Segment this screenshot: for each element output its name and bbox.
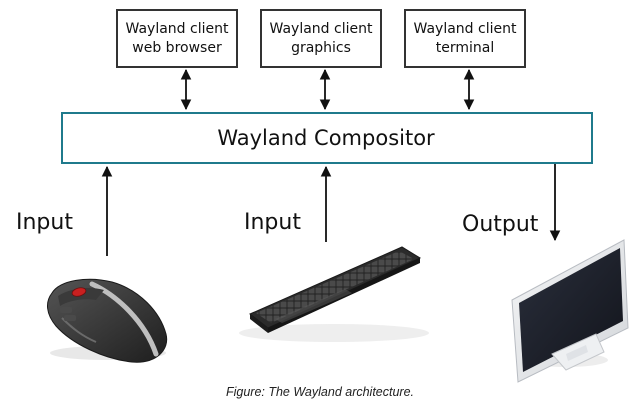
client-subtitle: terminal — [436, 40, 494, 56]
client-title: Wayland client — [126, 21, 229, 37]
keyboard-input-label: Input — [244, 210, 301, 235]
client-box-web-browser: Wayland client web browser — [116, 9, 238, 68]
monitor-icon — [511, 239, 629, 383]
keyboard-icon — [239, 246, 429, 342]
figure-caption: Figure: The Wayland architecture. — [226, 385, 414, 399]
compositor-box: Wayland Compositor — [61, 112, 593, 164]
client-box-terminal: Wayland client terminal — [404, 9, 526, 68]
client-box-graphics: Wayland client graphics — [260, 9, 382, 68]
compositor-label: Wayland Compositor — [217, 126, 435, 150]
client-subtitle: graphics — [291, 40, 351, 56]
mouse-icon — [47, 278, 168, 363]
client-title: Wayland client — [414, 21, 517, 37]
client-title: Wayland client — [270, 21, 373, 37]
client-subtitle: web browser — [132, 40, 222, 56]
monitor-output-label: Output — [462, 212, 539, 237]
mouse-input-label: Input — [16, 210, 73, 235]
